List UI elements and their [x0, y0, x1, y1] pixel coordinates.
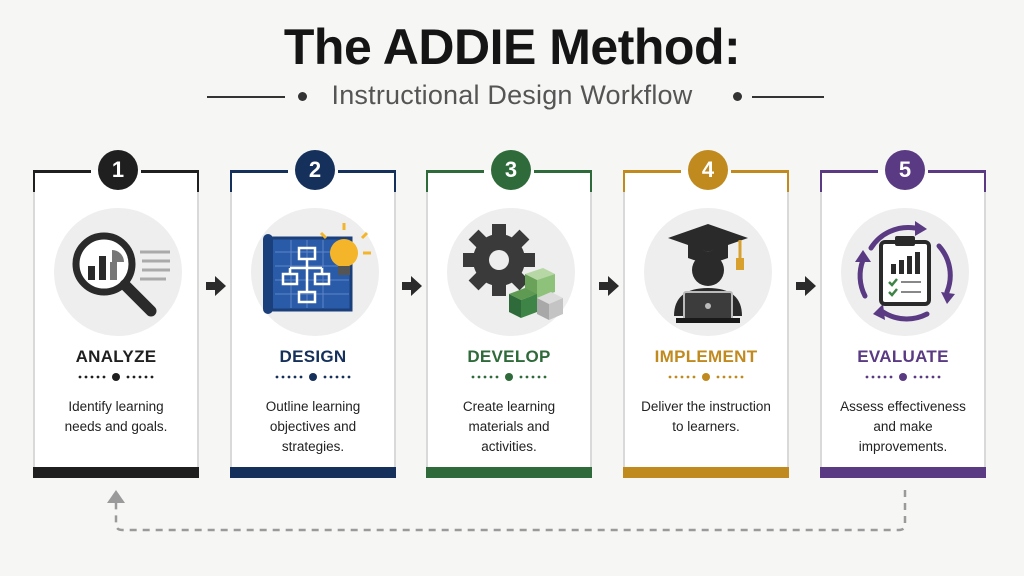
- stage-name: EVALUATE: [857, 347, 949, 366]
- divider-dots: [865, 373, 941, 381]
- stage-description: Identify learning needs and goals.: [64, 399, 168, 434]
- stage-number-badge: 2: [295, 150, 335, 190]
- stage-name: IMPLEMENT: [654, 347, 758, 366]
- arrow-right-icon: [599, 276, 619, 296]
- subtitle-right-dot: [733, 92, 742, 101]
- stage-number-badge: 3: [491, 150, 531, 190]
- subtitle-row: Instructional Design Workflow: [0, 78, 1024, 114]
- subtitle-left-line: [207, 96, 285, 98]
- stage-card-implement: 4 IMPLEMENT Deliver the instruction to l…: [623, 150, 789, 478]
- stage-description: Create learning materials and activities…: [462, 399, 556, 454]
- divider-dots: [471, 373, 547, 381]
- subtitle-left-dot: [298, 92, 307, 101]
- magnifier-chart-icon: [54, 208, 182, 336]
- stage-name: DEVELOP: [467, 347, 551, 366]
- stage-description: Assess effectiveness and make improvemen…: [840, 399, 966, 454]
- stage-description: Deliver the instruction to learners.: [641, 399, 771, 434]
- page-title: The ADDIE Method:: [283, 19, 741, 75]
- stage-card-design: 2 DESIGN Outline learning objectives and…: [230, 150, 396, 478]
- stage-description: Outline learning objectives and strategi…: [265, 399, 361, 454]
- arrow-right-icon: [402, 276, 422, 296]
- arrow-right-icon: [206, 276, 226, 296]
- stage-card-analyze: 1 ANALYZE Identify learning needs and go…: [33, 150, 199, 478]
- graduate-laptop-icon: [644, 208, 772, 336]
- stage-name: ANALYZE: [75, 347, 157, 366]
- stage-number-badge: 4: [688, 150, 728, 190]
- blueprint-lightbulb-icon: [251, 208, 379, 336]
- stage-card-evaluate: 5 EVALUATE: [820, 150, 986, 478]
- stage-card-develop: 3 DEVELOP Cr: [426, 150, 592, 478]
- divider-dots: [275, 373, 351, 381]
- gear-blocks-icon: [447, 208, 575, 336]
- page-subtitle: Instructional Design Workflow: [331, 80, 693, 110]
- divider-dots: [668, 373, 744, 381]
- stage-number-badge: 1: [98, 150, 138, 190]
- subtitle-right-line: [752, 96, 824, 98]
- clipboard-cycle-icon: [841, 208, 969, 336]
- divider-dots: [78, 373, 154, 381]
- stage-name: DESIGN: [279, 347, 347, 366]
- stage-number-badge: 5: [885, 150, 925, 190]
- arrow-right-icon: [796, 276, 816, 296]
